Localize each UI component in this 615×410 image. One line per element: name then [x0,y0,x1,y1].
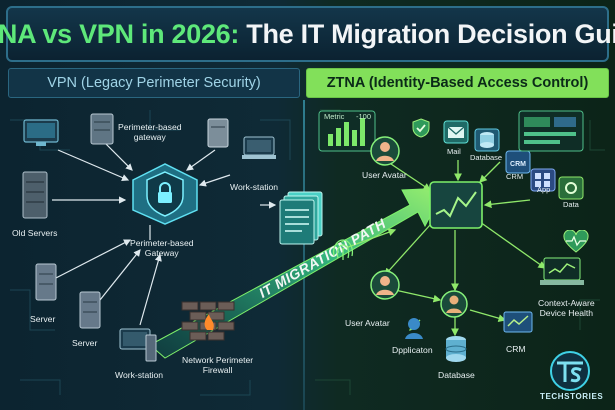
server-icon [22,171,48,219]
firewall-label: Network Perimeter Firewall [182,355,254,375]
metric-value: -100 [356,112,372,121]
fingerprint-icon [332,239,354,260]
workstation-icon [23,119,59,146]
server-icon [35,263,57,301]
database-label-top: Database [470,153,503,162]
title-part-ztna-vpn: ZTNA vs VPN in 2026: [0,18,240,49]
server-icon [90,113,114,145]
workstation-icon [242,136,276,159]
context-health-label: Context-Aware Device Health [538,298,595,318]
database-icon [445,336,467,362]
app-icon [530,168,556,192]
metric-label: Metric [324,112,345,121]
database-label-bottom: Database [438,370,475,380]
application-label: Dpplicaton [392,345,433,355]
server-label-left: Server [30,314,56,324]
metric-chart-icon [318,110,376,152]
workstation-label-top: Work-station [230,182,279,192]
heart-monitor-icon [563,230,589,253]
user-avatar-label-bottom: User Avatar [345,318,390,328]
crm-icon: CRM [505,150,531,174]
app-label: App [537,185,551,194]
perimeter-gateway-label-top: Perimeter-based gateway [118,122,182,142]
svg-text:CRM: CRM [510,161,526,168]
workstation-label-bottom: Work-station [115,370,164,380]
ztna-heading: ZTNA (Identity-Based Access Control) [306,68,609,98]
data-icon [558,176,584,200]
data-label: Data [563,200,579,209]
workstation-icon [540,257,584,285]
crm-icon [503,311,533,333]
dashboard-panel-icon [518,110,584,152]
title-part-guide: The IT Migration Decision Guide [246,18,615,49]
ztna-gateway-icon [429,181,483,229]
server-label-mid: Server [72,338,98,348]
user-avatar-icon [370,136,400,166]
crm-label-top: CRM [506,172,524,181]
server-icon [79,291,101,329]
user-avatar-label-top: User Avatar [362,170,407,180]
database-icon [474,128,500,152]
document-stack-icon [279,191,323,245]
firewall-icon [181,301,235,341]
checkmark-shield-icon [412,118,430,138]
mail-label: Mail [447,147,461,156]
vpn-heading: VPN (Legacy Perimeter Security) [8,68,300,98]
shield-lock-icon [132,163,198,225]
crm-label-bottom: CRM [506,344,526,354]
brand-name: TECHSTORIES [540,392,604,401]
application-icon [405,318,423,339]
server-icon [207,118,229,148]
user-avatar-icon [370,270,400,300]
page-title: ZTNA vs VPN in 2026: The IT Migration De… [0,19,615,50]
techstories-logo [550,351,590,391]
panel-divider [303,100,305,410]
title-banner: ZTNA vs VPN in 2026: The IT Migration De… [0,6,615,62]
mail-icon [443,120,469,144]
old-servers-label: Old Servers [12,228,58,238]
perimeter-gateway-label-mid: Perimeter-based Gateway [130,238,194,258]
workstation-icon [119,328,157,362]
user-avatar-icon [440,290,468,318]
